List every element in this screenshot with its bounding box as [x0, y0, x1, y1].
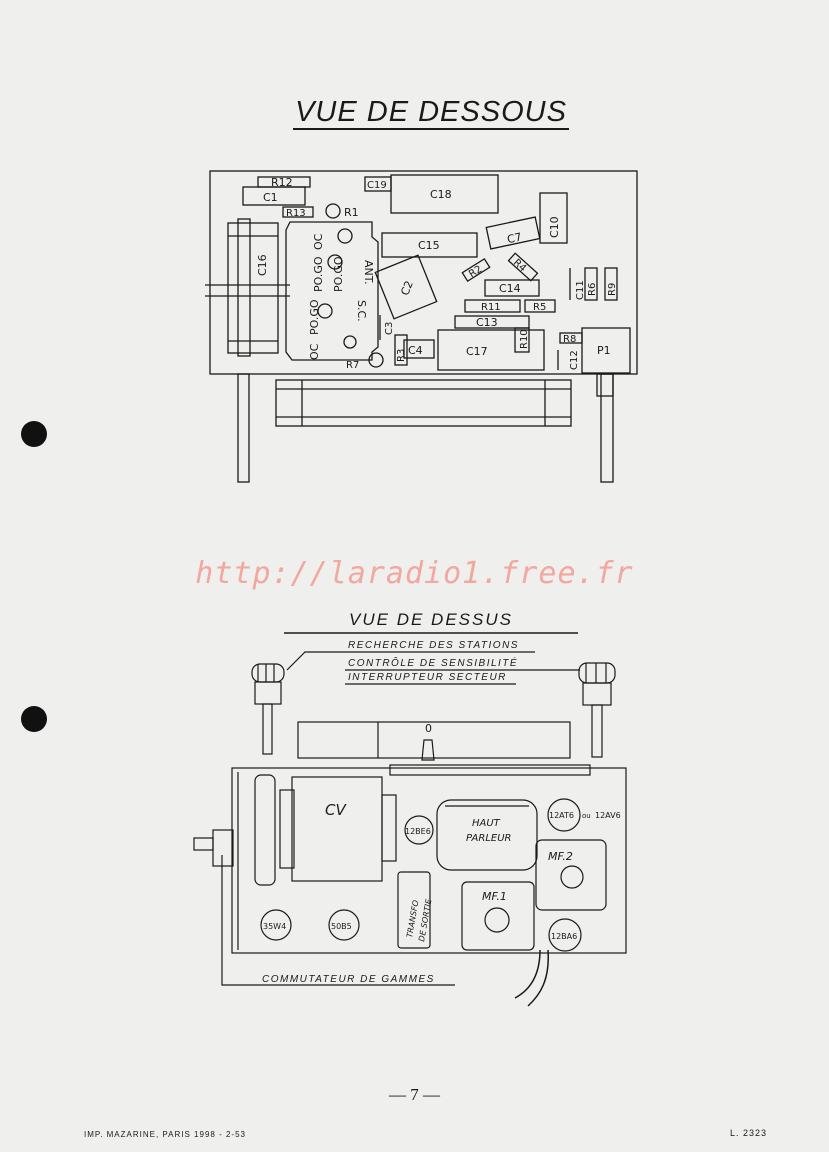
- label-r1: R1: [344, 206, 359, 219]
- label-r11: R11: [481, 302, 501, 313]
- watermark: http://laradio1.free.fr: [195, 556, 634, 591]
- callout-search-stations: RECHERCHE DES STATIONS: [348, 640, 519, 651]
- label-c14: C14: [499, 282, 521, 295]
- bottom-view-title: VUE DE DESSOUS: [293, 96, 569, 130]
- top-view-title: VUE DE DESSUS: [349, 610, 513, 629]
- dial-zero: 0: [425, 722, 432, 735]
- label-pogo-top: PO.GO: [312, 256, 325, 292]
- label-c19: C19: [367, 180, 387, 191]
- label-oc-top: OC: [312, 233, 325, 250]
- label-sc: S.C.: [355, 300, 368, 322]
- binder-hole-lower: [21, 706, 47, 732]
- label-c11: C11: [575, 280, 586, 300]
- callout-mains-switch: INTERRUPTEUR SECTEUR: [348, 672, 507, 683]
- label-c15: C15: [418, 239, 440, 252]
- label-c7: C7: [506, 230, 523, 246]
- label-r2: R2: [467, 264, 484, 280]
- label-r3: R3: [396, 349, 407, 362]
- label-c12: C12: [569, 350, 580, 370]
- label-12be6: 12BE6: [405, 827, 431, 836]
- label-35w4: 35W4: [263, 922, 286, 931]
- binder-hole-upper: [21, 421, 47, 447]
- label-mf1: MF.1: [482, 890, 507, 903]
- bottom-view-diagram: R12 C1 R13 R1 C19 C18 C10 C7 C15 C16 OC …: [205, 170, 638, 483]
- label-c18: C18: [430, 188, 452, 201]
- label-p1: P1: [597, 344, 611, 357]
- label-c2: C2: [398, 279, 416, 297]
- label-c17: C17: [466, 345, 488, 358]
- label-mf2: MF.2: [548, 850, 573, 863]
- label-cv: CV: [325, 801, 347, 819]
- label-haut: HAUT: [472, 818, 501, 829]
- label-c4: C4: [408, 344, 423, 357]
- label-r5: R5: [533, 302, 546, 313]
- label-parleur: PARLEUR: [466, 833, 511, 844]
- label-c16: C16: [256, 254, 269, 276]
- label-r6: R6: [587, 283, 598, 296]
- label-r13: R13: [286, 208, 306, 219]
- label-12at6: 12AT6: [549, 811, 574, 820]
- label-c10: C10: [548, 216, 561, 238]
- label-r8: R8: [563, 334, 576, 345]
- label-r9: R9: [607, 283, 618, 296]
- label-c13: C13: [476, 316, 498, 329]
- label-c1: C1: [263, 191, 278, 204]
- label-c3: C3: [384, 322, 395, 335]
- label-or: ou: [582, 812, 591, 820]
- label-r12: R12: [271, 176, 293, 189]
- label-r10: R10: [519, 329, 530, 349]
- label-12av6: 12AV6: [595, 811, 621, 820]
- callout-band-switch: COMMUTATEUR DE GAMMES: [262, 974, 435, 985]
- page-number: — 7 —: [389, 1085, 440, 1104]
- label-r4: R4: [511, 257, 528, 274]
- label-50b5: 50B5: [331, 922, 352, 931]
- callout-sensitivity: CONTRÔLE DE SENSIBILITÉ: [348, 658, 519, 669]
- top-view-diagram: 0 CV 12BE6 HAUT PARLEUR 12AT6 ou 12AV6 M…: [193, 632, 627, 1007]
- printer-footer: IMP. MAZARINE, PARIS 1998 - 2-53: [84, 1130, 246, 1139]
- label-oc-bottom: OC: [308, 343, 321, 360]
- document-reference: L. 2323: [730, 1128, 768, 1138]
- label-pogo-bottom: PO.GO: [308, 299, 321, 335]
- label-pogo-mid: PO.GO: [332, 256, 345, 292]
- label-12ba6: 12BA6: [551, 932, 577, 941]
- label-ant: ANT.: [362, 260, 375, 285]
- label-r7: R7: [346, 360, 359, 371]
